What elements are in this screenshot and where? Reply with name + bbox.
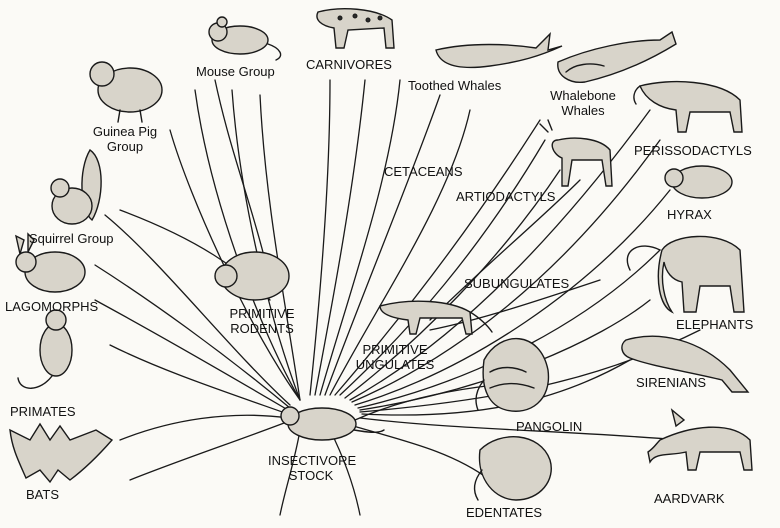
branch-stock-down — [279, 429, 301, 516]
toothed-whale-animal — [435, 32, 563, 69]
label-cetaceans: CETACEANS — [384, 164, 463, 179]
deer-animal — [539, 119, 613, 187]
label-mouse-group: Mouse Group — [196, 64, 275, 79]
label-guinea-pig-group: Guinea Pig Group — [86, 124, 164, 154]
label-guinea-line1: Guinea Pig — [92, 124, 158, 139]
label-sirenians: SIRENIANS — [636, 375, 707, 390]
insectivore-animal — [280, 406, 385, 441]
primitive-ungulate-animal — [379, 300, 493, 335]
elephant-animal — [626, 235, 745, 314]
branch-whalebone — [334, 119, 541, 396]
branch-primates — [109, 344, 289, 415]
pangolin-animal — [475, 337, 550, 412]
branch-aardvark — [359, 417, 681, 441]
label-perissodactyls: PERISSODACTYLS — [634, 143, 752, 158]
rabbit-animal — [14, 232, 86, 293]
branch-ungulates-subung — [429, 279, 601, 331]
label-artiodactyls: ARTIODACTYLS — [456, 189, 556, 204]
label-bats: BATS — [26, 487, 59, 502]
label-whalebone-line1: Whalebone — [550, 88, 616, 103]
label-whalebone-whales: Whalebone Whales — [542, 88, 624, 118]
label-insect-line1: INSECTIVORE — [268, 453, 357, 468]
branch-carnivores-3 — [319, 79, 401, 396]
label-primitive-ungulates: PRIMITIVE UNGULATES — [354, 342, 436, 372]
branch-carnivores-1 — [309, 79, 331, 396]
label-pangolin: PANGOLIN — [516, 419, 583, 434]
label-lagomorphs: LAGOMORPHS — [5, 299, 99, 314]
sirenian-animal — [621, 335, 750, 393]
mouse-animal — [208, 16, 282, 61]
hyrax-animal — [664, 165, 733, 199]
branch-toothed-2 — [329, 109, 471, 396]
branch-perisso-2 — [351, 139, 661, 403]
label-prim-rodents-line2: RODENTS — [230, 321, 294, 336]
branch-squirrel-2 — [94, 264, 291, 409]
label-whalebone-line2: Whales — [561, 103, 605, 118]
branch-lines — [94, 79, 701, 516]
bat-animal — [9, 422, 114, 484]
branch-artio-2 — [344, 169, 561, 399]
branch-carnivores-2 — [314, 79, 366, 396]
primitive-rodent-animal — [214, 251, 290, 301]
label-squirrel-group: Squirrel Group — [29, 231, 114, 246]
label-toothed-whales: Toothed Whales — [408, 78, 502, 93]
leopard-animal — [316, 8, 395, 49]
label-subungulates: SUBUNGULATES — [464, 276, 570, 291]
branch-rodents-mouse — [214, 79, 266, 261]
label-elephants: ELEPHANTS — [676, 317, 754, 332]
branch-hyrax — [354, 189, 671, 406]
branch-ungulates-artio — [429, 179, 581, 321]
branch-artio-1 — [339, 139, 546, 396]
tapir-animal — [633, 80, 743, 133]
label-carnivores: CARNIVORES — [306, 57, 392, 72]
branch-mouse-2 — [231, 89, 301, 401]
label-prim-ung-line1: PRIMITIVE — [362, 342, 428, 357]
label-hyrax: HYRAX — [667, 207, 712, 222]
guinea-pig-animal — [89, 61, 163, 123]
branch-toothed — [324, 94, 441, 396]
label-aardvark: AARDVARK — [654, 491, 725, 506]
branch-edentates — [349, 424, 491, 481]
label-guinea-line2: Group — [106, 139, 144, 154]
label-prim-ung-line2: UNGULATES — [355, 357, 435, 372]
branch-squirrel — [104, 214, 291, 406]
label-edentates: EDENTATES — [466, 505, 543, 520]
label-insect-line2: STOCK — [288, 468, 334, 483]
label-primates: PRIMATES — [10, 404, 76, 419]
label-primitive-rodents: PRIMITIVE RODENTS — [222, 306, 302, 336]
branch-mouse-3 — [259, 94, 301, 401]
primate-animal — [17, 309, 73, 389]
label-prim-rodents-line1: PRIMITIVE — [229, 306, 295, 321]
branch-bats — [119, 414, 289, 441]
aardvark-animal — [647, 408, 753, 471]
squirrel-animal — [50, 149, 102, 225]
label-insectivore-stock: INSECTIVORE STOCK — [268, 453, 357, 483]
branch-lagomorphs — [94, 299, 289, 411]
whalebone-whale-animal — [557, 30, 677, 83]
edentate-animal — [473, 436, 552, 501]
branch-bats-2 — [129, 419, 293, 481]
